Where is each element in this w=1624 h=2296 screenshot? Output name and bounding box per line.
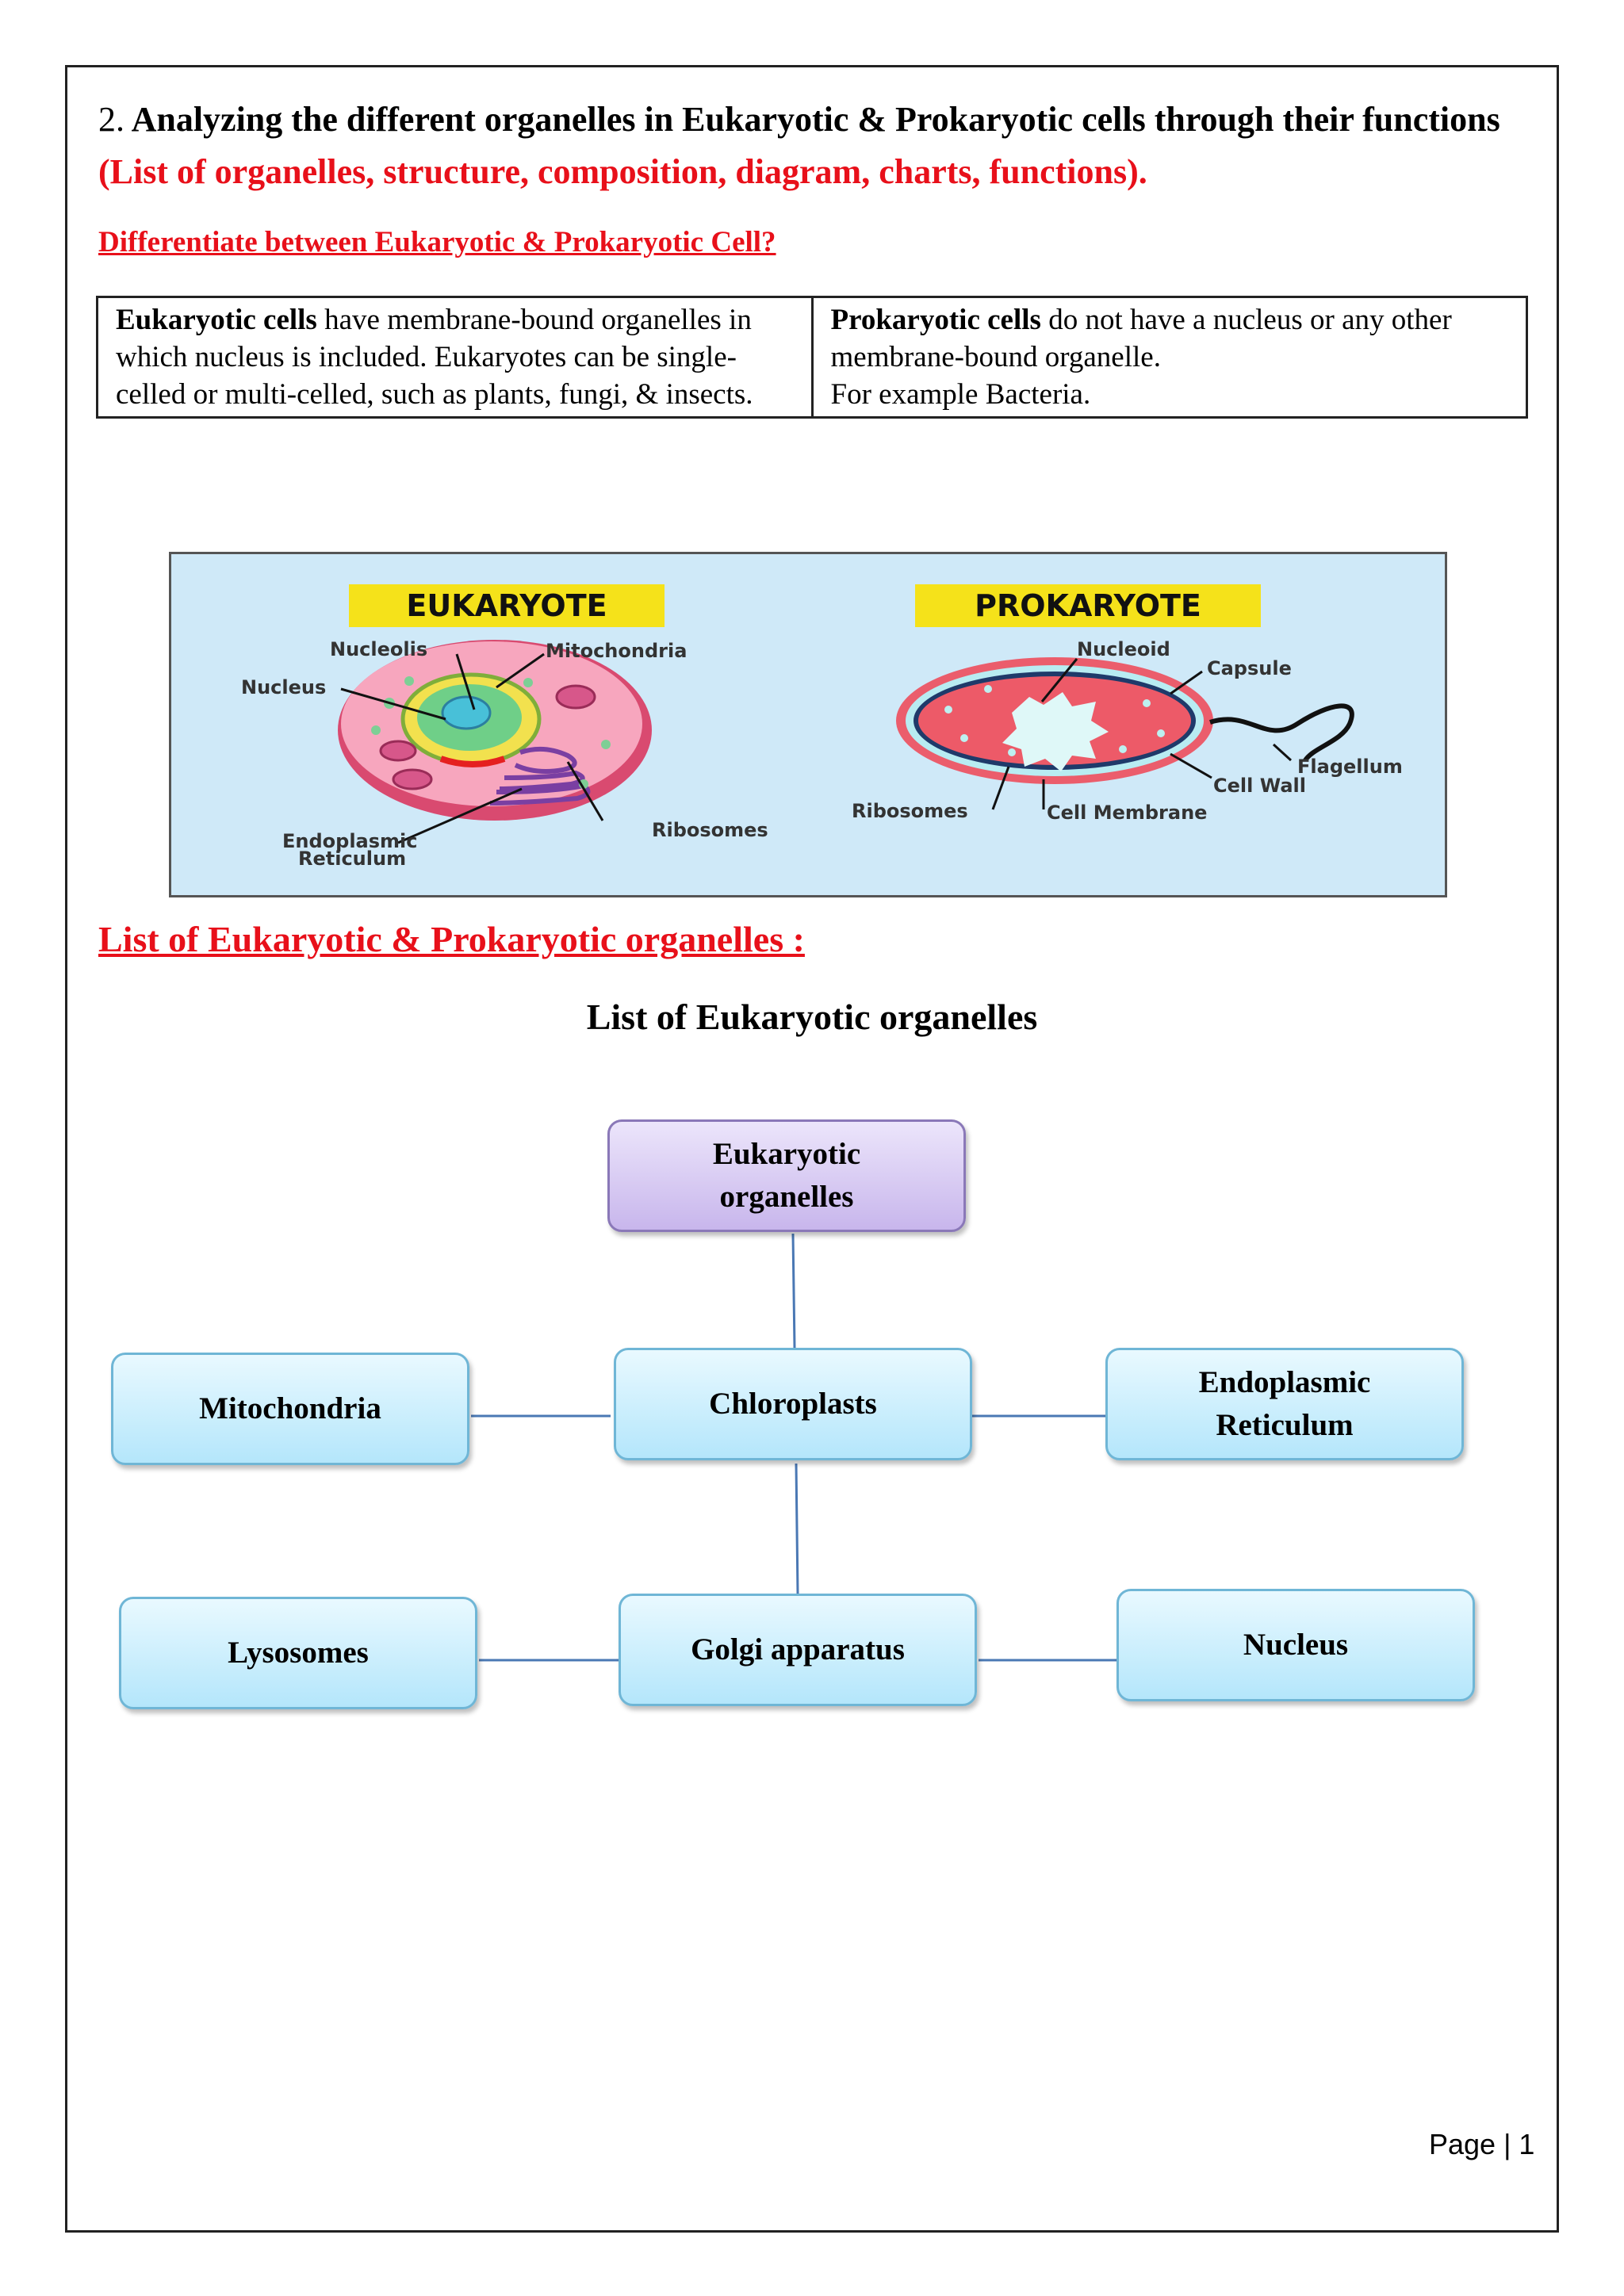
label-cell-wall: Cell Wall	[1213, 775, 1306, 797]
eukaryotic-list-title: List of Eukaryotic organelles	[586, 997, 1038, 1037]
heading-red-text: (List of organelles, structure, composit…	[98, 152, 1147, 191]
prokaryotic-term: Prokaryotic cells	[830, 304, 1041, 336]
nucleus-label: Nucleus	[1243, 1628, 1349, 1662]
eukaryote-cell	[338, 640, 652, 821]
page-border	[65, 65, 1559, 2233]
label-nucleoid: Nucleoid	[1077, 638, 1170, 660]
label-mitochondria: Mitochondria	[546, 640, 687, 662]
prokaryotic-cell-description: Prokaryotic cells do not have a nucleus …	[810, 296, 1528, 419]
prokaryote-cell	[896, 657, 1354, 784]
chloroplasts-label: Chloroplasts	[709, 1387, 877, 1421]
eukaryotic-cell-description: Eukaryotic cells have membrane-bound org…	[96, 296, 814, 419]
label-flagellum: Flagellum	[1297, 756, 1403, 778]
lysosomes-label: Lysosomes	[228, 1636, 369, 1670]
organelle-golgi-apparatus: Golgi apparatus	[619, 1594, 977, 1706]
eukaryote-title: EUKARYOTE	[406, 588, 607, 623]
organelle-nucleus: Nucleus	[1116, 1589, 1475, 1701]
section-number: 2.	[98, 100, 124, 139]
label-reticulum: Reticulum	[298, 848, 406, 870]
eukaryote-title-banner	[349, 584, 665, 627]
eukaryotic-term: Eukaryotic cells	[116, 304, 317, 336]
differentiate-question: Differentiate between Eukaryotic & Proka…	[98, 226, 776, 258]
eukaryotic-organelles-root: Eukaryotic organelles	[607, 1119, 966, 1232]
cell-comparison-diagram: EUKARYOTE PROKARYOTE	[169, 552, 1447, 897]
comparison-table: Eukaryotic cells have membrane-bound org…	[96, 296, 1528, 419]
prokaryotic-example: For example Bacteria.	[830, 378, 1091, 411]
section-heading: 2. Analyzing the different organelles in…	[98, 94, 1526, 198]
flagellum-line	[1209, 703, 1354, 762]
root-line-1: Eukaryotic	[712, 1137, 861, 1171]
mitochondria-label: Mitochondria	[199, 1391, 381, 1425]
organelles-list-heading: List of Eukaryotic & Prokaryotic organel…	[98, 919, 805, 959]
label-cell-membrane: Cell Membrane	[1047, 802, 1207, 824]
label-capsule: Capsule	[1207, 657, 1292, 679]
label-ribosomes-eukaryote: Ribosomes	[652, 819, 768, 841]
label-ribosomes-prokaryote: Ribosomes	[852, 800, 968, 822]
prokaryotic-text: do not have a nucleus or any other membr…	[830, 304, 1452, 373]
page-number: Page | 1	[1429, 2128, 1535, 2160]
label-nucleolis: Nucleolis	[330, 638, 427, 660]
label-nucleus: Nucleus	[241, 676, 326, 698]
golgi-label: Golgi apparatus	[691, 1632, 905, 1667]
eukaryotic-text: have membrane-bound organelles in which …	[116, 304, 753, 411]
label-endoplasmic: Endoplasmic	[282, 830, 418, 852]
er-line-1: Endoplasmic	[1198, 1365, 1371, 1399]
prokaryote-title: PROKARYOTE	[975, 588, 1201, 623]
organelle-chloroplasts: Chloroplasts	[614, 1348, 972, 1460]
root-line-2: organelles	[719, 1180, 854, 1214]
organelle-lysosomes: Lysosomes	[119, 1597, 477, 1709]
prokaryote-title-banner	[915, 584, 1261, 627]
er-line-2: Reticulum	[1216, 1408, 1354, 1442]
heading-bold-text: Analyzing the different organelles in Eu…	[131, 100, 1500, 139]
organelle-mitochondria: Mitochondria	[111, 1353, 469, 1465]
